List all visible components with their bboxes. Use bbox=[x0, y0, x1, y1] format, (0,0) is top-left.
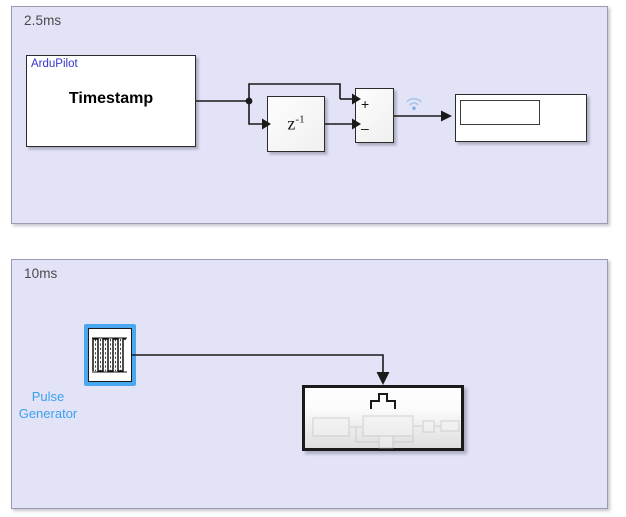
block-unit-delay[interactable]: z-1 bbox=[267, 96, 325, 152]
delay-base-label: z bbox=[287, 113, 296, 134]
block-subsystem[interactable] bbox=[302, 385, 464, 451]
block-timestamp-label: Timestamp bbox=[68, 90, 154, 107]
block-sum[interactable]: + – bbox=[355, 88, 394, 143]
sum-plus-sign: + bbox=[361, 96, 370, 112]
block-display[interactable] bbox=[455, 94, 587, 142]
pulse-waveform-icon bbox=[92, 337, 127, 373]
block-timestamp[interactable]: ArduPilot Timestamp bbox=[26, 55, 196, 147]
block-pulse-generator[interactable] bbox=[88, 328, 132, 382]
wifi-icon bbox=[404, 95, 424, 115]
panel-label-10ms: 10ms bbox=[24, 266, 58, 281]
block-timestamp-mask-name: ArduPilot bbox=[31, 58, 78, 70]
delay-exponent-label: -1 bbox=[295, 113, 305, 126]
subsystem-watermark-icon bbox=[312, 415, 460, 449]
pulse-step-icon bbox=[370, 393, 396, 409]
sum-minus-sign: – bbox=[361, 120, 369, 136]
pulse-label-line-1: Pulse bbox=[31, 389, 65, 404]
block-pulse-generator-label: Pulse Generator bbox=[0, 388, 103, 422]
display-value-field bbox=[460, 100, 540, 125]
block-unit-delay-label: z-1 bbox=[268, 114, 324, 135]
pulse-label-line-2: Generator bbox=[18, 406, 78, 421]
block-pulse-generator-wrapper[interactable] bbox=[84, 324, 136, 386]
panel-label-2.5ms: 2.5ms bbox=[24, 13, 62, 28]
